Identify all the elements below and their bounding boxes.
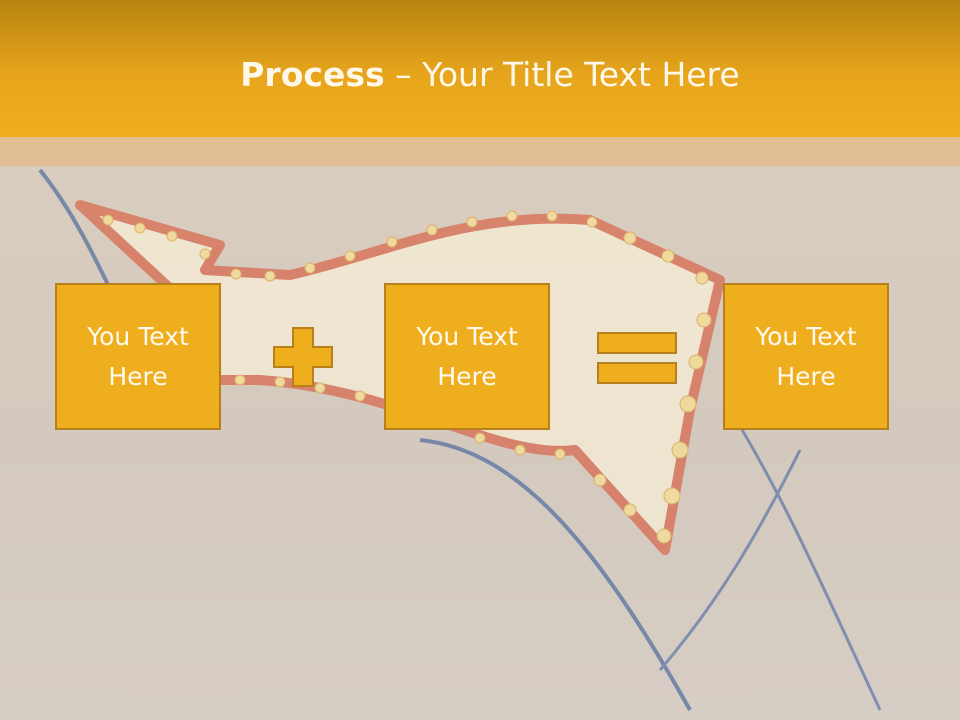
process-box-2-text: You Text Here [416, 321, 518, 391]
title-bar [0, 0, 960, 137]
process-box-3[interactable]: You Text Here [723, 283, 889, 430]
process-box-2[interactable]: You Text Here [384, 283, 550, 430]
slide-title: Process – Your Title Text Here [0, 54, 960, 96]
title-text: – Your Title Text Here [384, 55, 740, 94]
title-bar-strip [0, 137, 960, 166]
plus-icon [273, 327, 333, 387]
process-box-1-text: You Text Here [87, 321, 189, 391]
process-box-1[interactable]: You Text Here [55, 283, 221, 430]
process-box-3-text: You Text Here [755, 321, 857, 391]
title-bold: Process [240, 55, 385, 94]
marquee-arrow-graphic [38, 168, 882, 711]
equals-icon [597, 332, 677, 384]
